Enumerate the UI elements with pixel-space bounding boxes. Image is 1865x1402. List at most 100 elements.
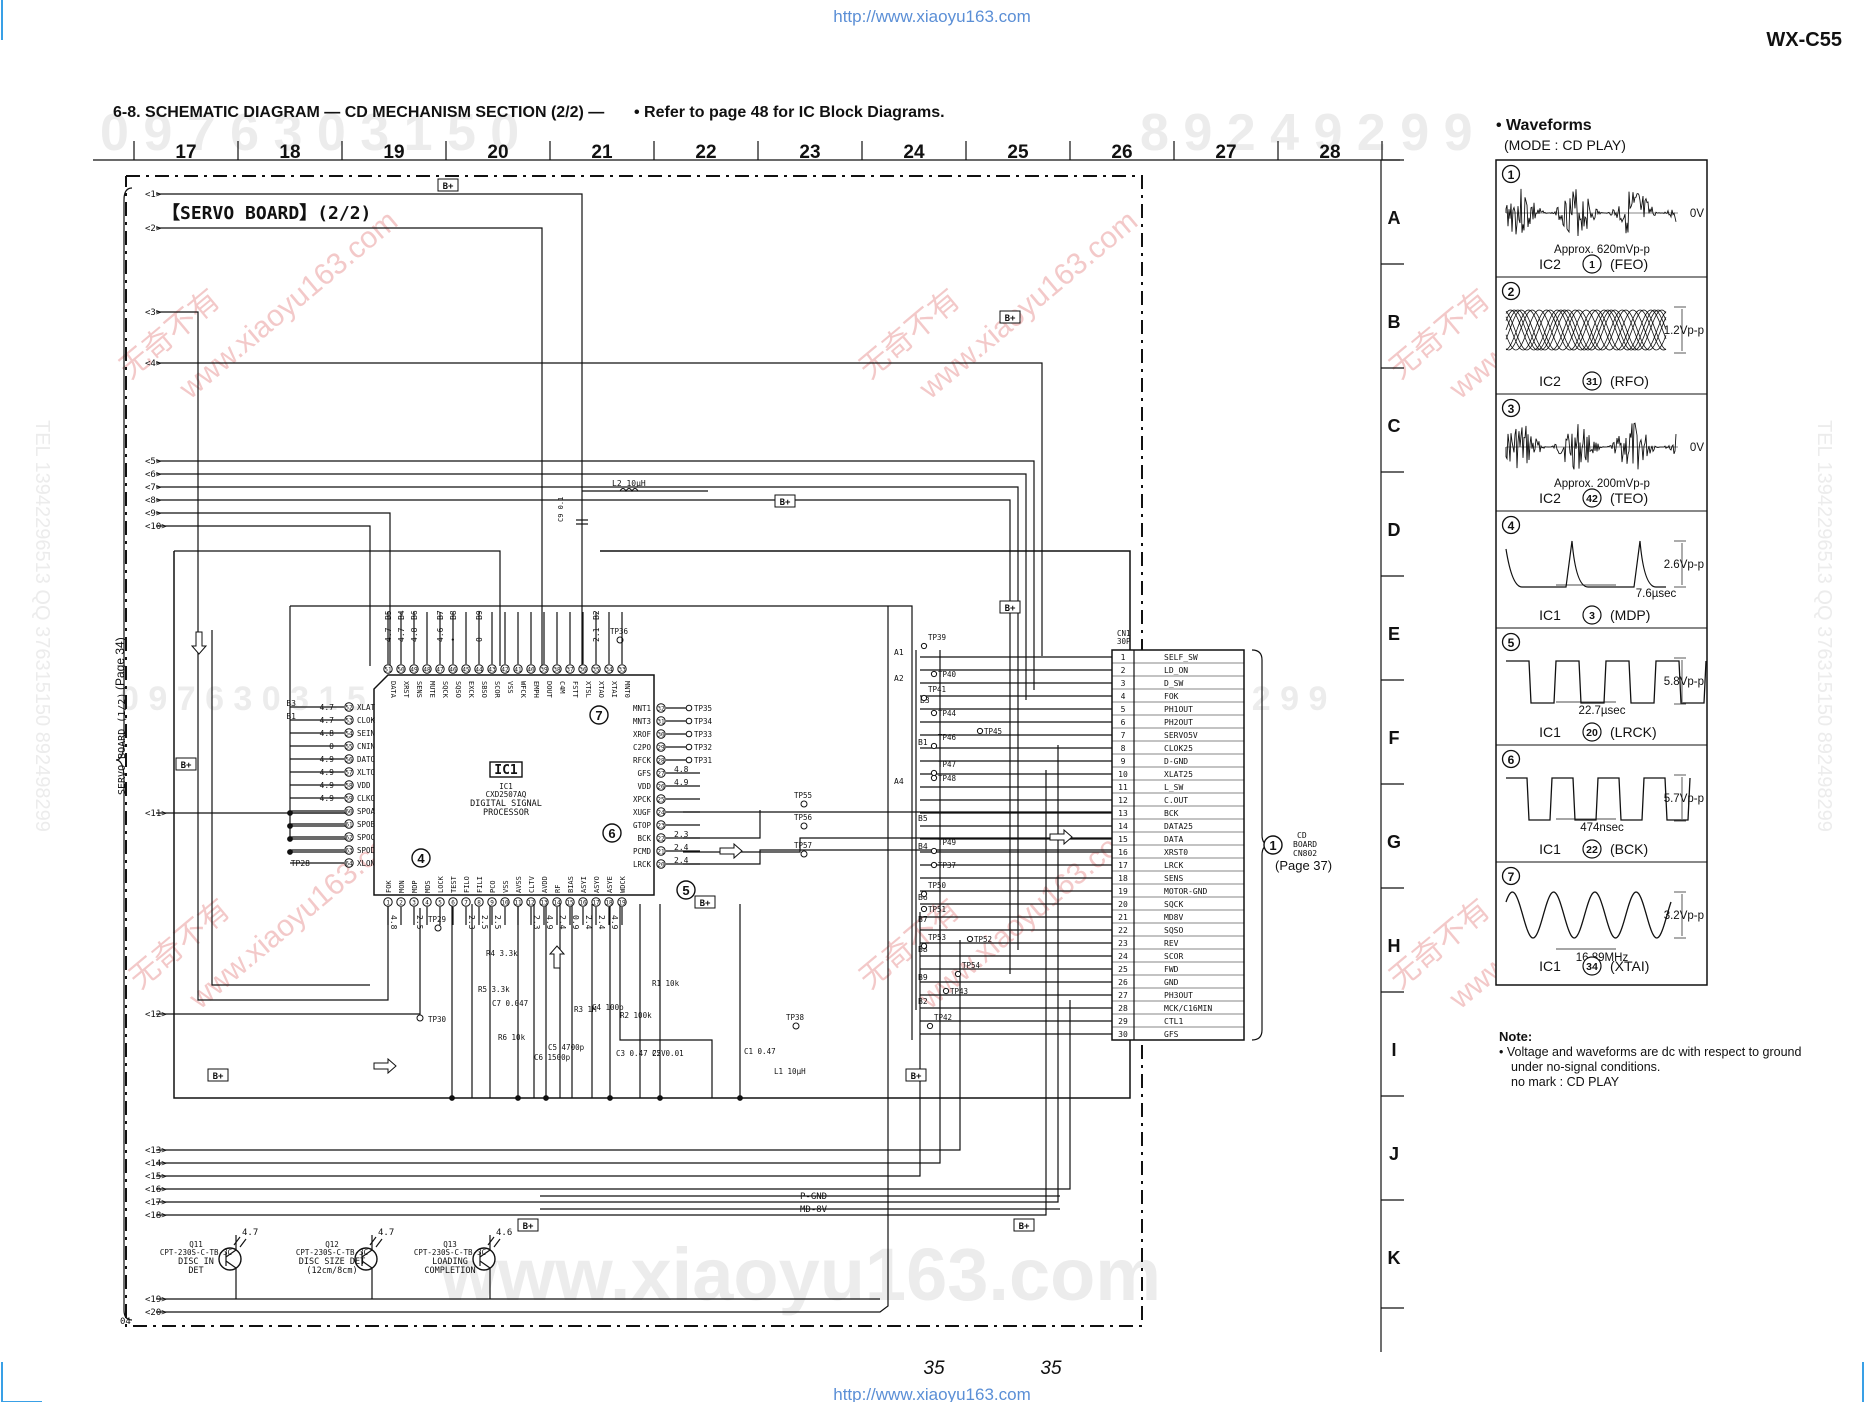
ic1-pin-name: LOCK [437,875,445,893]
waveform-signal: (FEO) [1610,256,1648,272]
waveform-pin-circle [1582,605,1602,625]
q-ref: Q12 [325,1240,339,1249]
waveform-marker [589,705,609,725]
cn1-pin-30: GFS [1164,1030,1179,1039]
ic1-pin-num: 24 [657,810,665,817]
grid-row-D: D [1388,520,1401,540]
ic1-pin-28 [656,755,666,765]
ic1-pin-name: XLAT [357,703,376,712]
inductor-l1: L1 10µH [774,1067,806,1076]
cn1-pin-22: SQSO [1164,926,1183,935]
cd-board-l1: CD [1297,831,1307,840]
cn1-ref: CN1 [1117,629,1131,638]
ic1-pin-24 [656,807,666,817]
junction-dot [449,1095,455,1101]
tp-label: TP55 [794,791,812,800]
cn1-pin-num: 24 [1118,952,1128,961]
cn1-pin-num: 25 [1118,965,1128,974]
ic1-pin-56 [344,754,354,764]
net-20 [156,606,889,1313]
ic1-pin-31 [656,716,666,726]
cn1-pin-num: 18 [1118,874,1128,883]
mid-net-B9: B9 [918,973,928,982]
watermark-side-right: TEL 13942296513 QQ 376315150 892498299 [1813,420,1835,832]
bplus-box [905,1068,927,1082]
tp [930,769,938,777]
mid-tp-TP44: TP44 [938,709,957,718]
connector-15: <15> [145,1172,167,1182]
bplus-label: B+ [1005,604,1016,614]
net-10 [156,525,371,666]
cn1-pin-num: 28 [1118,1004,1128,1013]
ic1-pin-num: 47 [436,667,444,674]
cn1-pin-24: SCOR [1164,952,1183,961]
ic1-pin-num: 2 [399,900,403,907]
q-label-1: LOADING [432,1257,468,1267]
ic1-pin-name: SPOD [357,846,376,855]
resistor-r6: R6 10k [498,1033,526,1042]
ic1-pin-15 [565,897,575,907]
resistor-r1: R1 10k [652,979,680,988]
cn1-pin-8: CLOK25 [1164,744,1193,753]
ic1-pin-62 [344,832,354,842]
waveform-marker [602,823,622,843]
resistor-r5: R5 3.3k [478,985,510,994]
ic1-pin-num: 31 [657,719,665,726]
cd-board-marker [1263,835,1283,855]
ic1-pin-name: GTOP [633,821,652,830]
net-9 [156,512,391,666]
ic1-pin-name: LRCK [633,860,652,869]
ic1-pin-voltage: 2.4 [584,915,593,930]
ic1-pin-name: WFCK [519,681,527,699]
waveform-caption: 7.6µsec [1636,588,1677,600]
waveform-pin-circle [1582,254,1602,274]
c1-wire [619,904,713,1098]
net-5 [156,460,1035,690]
waveform-ic: IC2 [1539,373,1561,389]
waveform-signal: (BCK) [1610,841,1648,857]
board-brace [115,187,133,1321]
cn1-pin-num: 29 [1118,1017,1128,1026]
ic1-pin-22 [656,833,666,843]
connector-11: <11> [145,809,167,819]
mid-net-B2: B2 [918,997,928,1006]
ic1-pin-num: 5 [438,900,442,907]
ic1-pin-name: SPOA [357,807,376,816]
waveform-num: 1 [1508,168,1515,182]
q-label-1: DISC SIZE DET [299,1257,366,1267]
connector-13: <13> [145,1146,167,1156]
ic1-pin-name: SBSO [480,681,488,698]
bplus-label: B+ [780,498,791,508]
ic1-pin-34 [604,664,614,674]
waveforms-frame [1495,159,1708,986]
header-url[interactable]: http://www.xiaoyu163.com [833,7,1030,26]
bplus-box [774,494,796,508]
ic1-pin-num: 10 [501,900,509,907]
q-part: CPT-230S-C-TB-3C [160,1248,232,1257]
net-pcmd [683,810,761,839]
ic1-pin-num: 6 [451,900,455,907]
ic1-pin-2 [396,897,406,907]
waveform-amp: 1.2Vp-p [1664,325,1704,337]
ic1-pin-num: 14 [553,900,561,907]
watermark-gray-large: www.xiaoyu163.com [439,1233,1161,1316]
phototransistor-Q12 [354,1247,378,1271]
footer-url[interactable]: http://www.xiaoyu163.com [833,1385,1030,1402]
ic1-pin-num: 62 [345,835,353,842]
ic1-pin-name: DATO [357,755,376,764]
connector-1: <1> [145,190,162,200]
ic1-pin-name: BIAS [567,876,575,893]
ic1-pin-51 [383,664,393,674]
cap-c7: C7 0.047 [492,999,528,1008]
cn1-pin-num: 5 [1121,705,1126,714]
waveform-pin-circle [1582,488,1602,508]
ic1-pin-net: B1 [286,712,296,721]
waveform-pin-circle [1582,722,1602,742]
waveform-ic: IC2 [1539,490,1561,506]
cn1-pin-num: 1 [1121,653,1126,662]
ic1-pin-num: 64 [345,861,353,868]
cn1-pin-3: D_SW [1164,679,1183,688]
ic1-pin-60 [344,806,354,816]
mid-net-B8: B8 [918,945,928,954]
waveform-num-circle [1501,749,1521,769]
